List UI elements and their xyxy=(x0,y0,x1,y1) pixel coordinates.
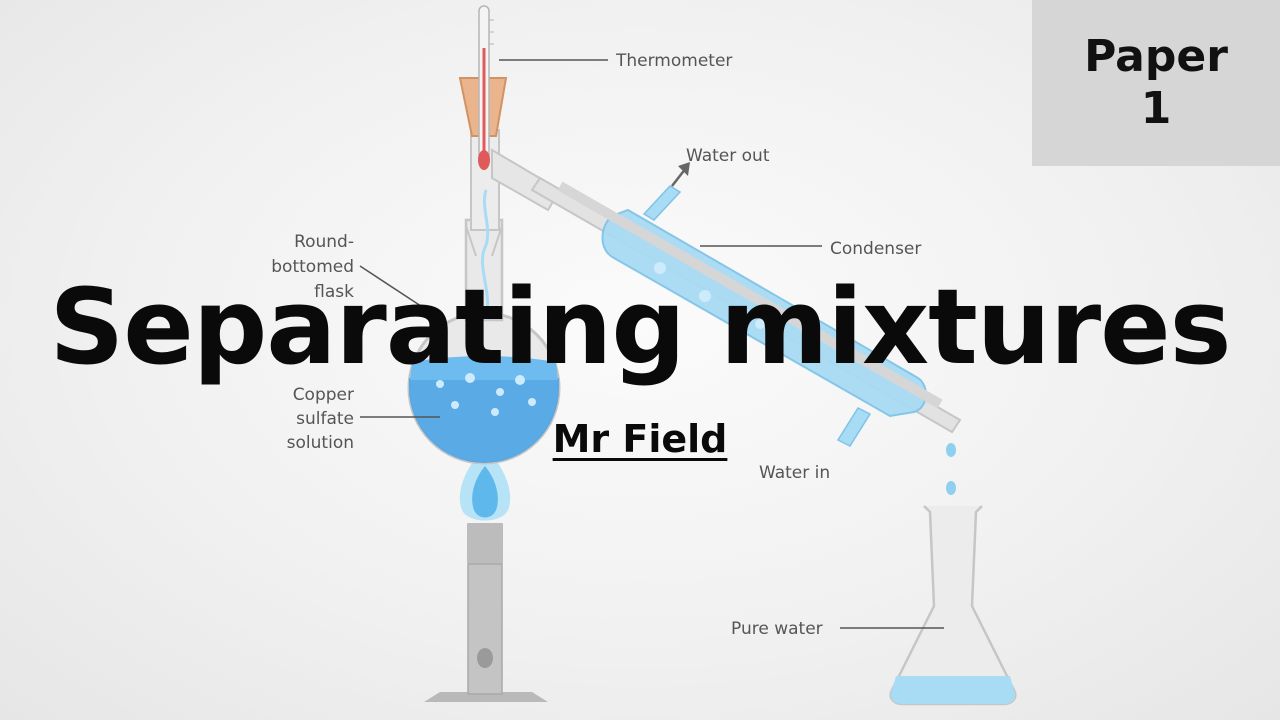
flame xyxy=(459,448,511,521)
label-flask-line-2: bottomed xyxy=(271,257,354,277)
condenser xyxy=(530,162,962,447)
label-leaders xyxy=(359,59,944,629)
label-water-out: Water out xyxy=(686,146,770,166)
label-flask-line-3: flask xyxy=(314,282,354,302)
badge-line-1: Paper xyxy=(1084,31,1228,82)
label-condenser: Condenser xyxy=(830,239,921,259)
label-solution-line-3: solution xyxy=(287,433,354,453)
badge-line-2: 1 xyxy=(1140,83,1172,134)
bunsen-burner xyxy=(424,523,548,702)
label-water-in: Water in xyxy=(759,463,830,483)
label-solution-line-2: sulfate xyxy=(296,409,354,429)
paper-badge: Paper 1 xyxy=(1032,0,1280,166)
label-pure-water: Pure water xyxy=(731,619,823,639)
label-thermometer: Thermometer xyxy=(615,51,732,71)
conical-flask xyxy=(889,505,1017,706)
label-solution-line-1: Copper xyxy=(293,385,354,405)
round-bottomed-flask xyxy=(407,218,561,465)
label-flask-line-1: Round- xyxy=(294,232,354,252)
author-name: Mr Field xyxy=(552,417,728,461)
thermometer-icon xyxy=(478,5,494,170)
page-title: Separating mixtures xyxy=(49,266,1231,388)
